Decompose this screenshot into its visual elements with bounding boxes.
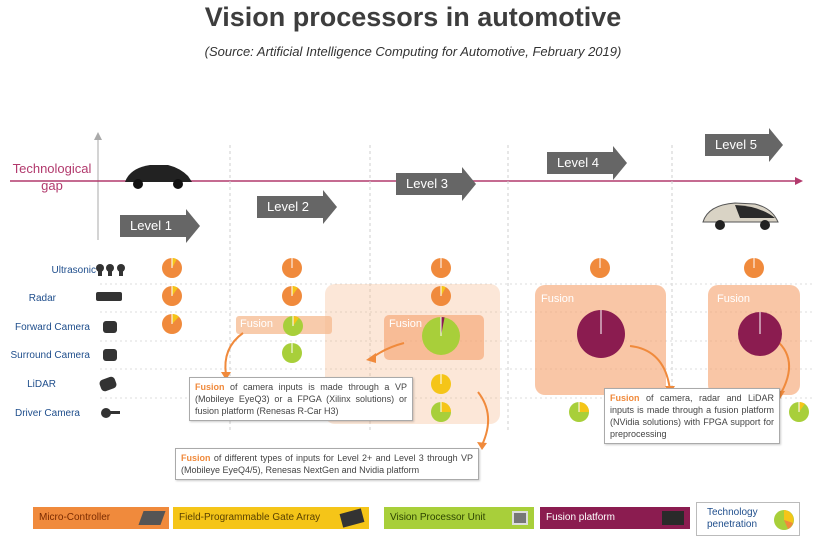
tech-gap-arrowhead bbox=[795, 177, 803, 185]
pie-ultrasonic-l3 bbox=[431, 258, 451, 278]
penetration-pie-icon bbox=[774, 510, 794, 530]
pie-ultrasonic-l5 bbox=[744, 258, 764, 278]
pie-lidar-l3 bbox=[431, 374, 451, 394]
penetration-pies bbox=[162, 258, 809, 422]
level-4-arrow: Level 4 bbox=[547, 146, 627, 180]
sedan-car-icon bbox=[125, 165, 192, 189]
callout-sensor-fusion-platform: Fusion of camera, radar and LiDAR inputs… bbox=[604, 388, 780, 444]
level-2-arrow: Level 2 bbox=[257, 190, 337, 224]
legend-fusion-platform: Fusion platform bbox=[540, 507, 690, 529]
fusion-label-level2: Fusion bbox=[240, 318, 274, 330]
pie-ultrasonic-l1 bbox=[162, 258, 182, 278]
legend-micro-controller: Micro-Controller bbox=[33, 507, 169, 529]
pie-ultrasonic-l2 bbox=[282, 258, 302, 278]
row-label-surround-camera: Surround Camera bbox=[10, 350, 90, 361]
pie-driver-camera-l5 bbox=[789, 402, 809, 422]
level-5-arrow: Level 5 bbox=[705, 128, 783, 162]
radar-sensor-icon bbox=[96, 292, 122, 301]
legend-label: Fusion platform bbox=[546, 512, 615, 523]
callout-text: of different types of inputs for Level 2… bbox=[181, 453, 473, 475]
pie-radar-l3 bbox=[431, 286, 451, 306]
ultrasonic-sensor-icon bbox=[96, 264, 125, 276]
callout-keyword: Fusion bbox=[181, 453, 211, 463]
pie-forward-camera-l1 bbox=[162, 314, 182, 334]
legend-label: Field-Programmable Gate Array bbox=[179, 512, 321, 523]
driver-camera-icon bbox=[101, 408, 120, 418]
legend-vision-processor: Vision Processor Unit bbox=[384, 507, 534, 529]
pie-radar-l2 bbox=[282, 286, 302, 306]
legend-label: Micro-Controller bbox=[39, 512, 111, 523]
pie-driver-camera-l3 bbox=[431, 402, 451, 422]
vertical-axis-arrowhead bbox=[94, 132, 102, 140]
fusion-label-level5: Fusion bbox=[717, 293, 751, 305]
vision-processor-chip-icon bbox=[512, 511, 528, 525]
row-label-driver-camera: Driver Camera bbox=[14, 408, 80, 419]
pie-forward-camera-l3 bbox=[422, 317, 460, 355]
pie-ultrasonic-l4 bbox=[590, 258, 610, 278]
level-3-arrow: Level 3 bbox=[396, 167, 476, 201]
diagram-subtitle: (Source: Artificial Intelligence Computi… bbox=[204, 44, 622, 59]
legend-technology-penetration: Technology penetration bbox=[696, 502, 800, 536]
surround-camera-icon bbox=[103, 349, 117, 361]
level-1-arrow: Level 1 bbox=[120, 209, 200, 243]
row-label-forward-camera: Forward Camera bbox=[14, 322, 90, 333]
callout-text: of camera, radar and LiDAR inputs is mad… bbox=[610, 393, 774, 439]
legend-fpga: Field-Programmable Gate Array bbox=[173, 507, 369, 529]
microcontroller-chip-icon bbox=[138, 511, 166, 525]
forward-camera-icon bbox=[103, 321, 117, 333]
pie-driver-camera-l4 bbox=[569, 402, 589, 422]
callout-text: of camera inputs is made through a VP (M… bbox=[195, 382, 407, 416]
row-label-radar: Radar bbox=[28, 293, 56, 304]
pie-fusion-l5 bbox=[738, 312, 782, 356]
callout-multi-input-fusion: Fusion of different types of inputs for … bbox=[175, 448, 479, 480]
callout-keyword: Fusion bbox=[610, 393, 640, 403]
pie-radar-l1 bbox=[162, 286, 182, 306]
autonomous-car-icon bbox=[702, 202, 779, 230]
fusion-label-level3: Fusion bbox=[389, 318, 423, 330]
legend-label: Technology penetration bbox=[707, 507, 758, 530]
pie-forward-camera-l2 bbox=[283, 316, 303, 336]
row-label-ultrasonic: Ultrasonic bbox=[51, 265, 96, 276]
diagram-title: Vision processors in automotive bbox=[204, 2, 622, 32]
technological-gap-label: Technological gap bbox=[12, 161, 92, 193]
callout-keyword: Fusion bbox=[195, 382, 225, 392]
fusion-label-level4: Fusion bbox=[541, 293, 575, 305]
pie-surround-camera-l2 bbox=[282, 343, 302, 363]
pie-fusion-l4 bbox=[577, 310, 625, 358]
callout-camera-fusion: Fusion of camera inputs is made through … bbox=[189, 377, 413, 421]
fpga-chip-icon bbox=[339, 508, 365, 528]
row-label-lidar: LiDAR bbox=[27, 379, 56, 390]
fusion-board-icon bbox=[662, 511, 684, 525]
lidar-sensor-icon bbox=[99, 376, 117, 392]
legend-label: Vision Processor Unit bbox=[390, 512, 486, 523]
